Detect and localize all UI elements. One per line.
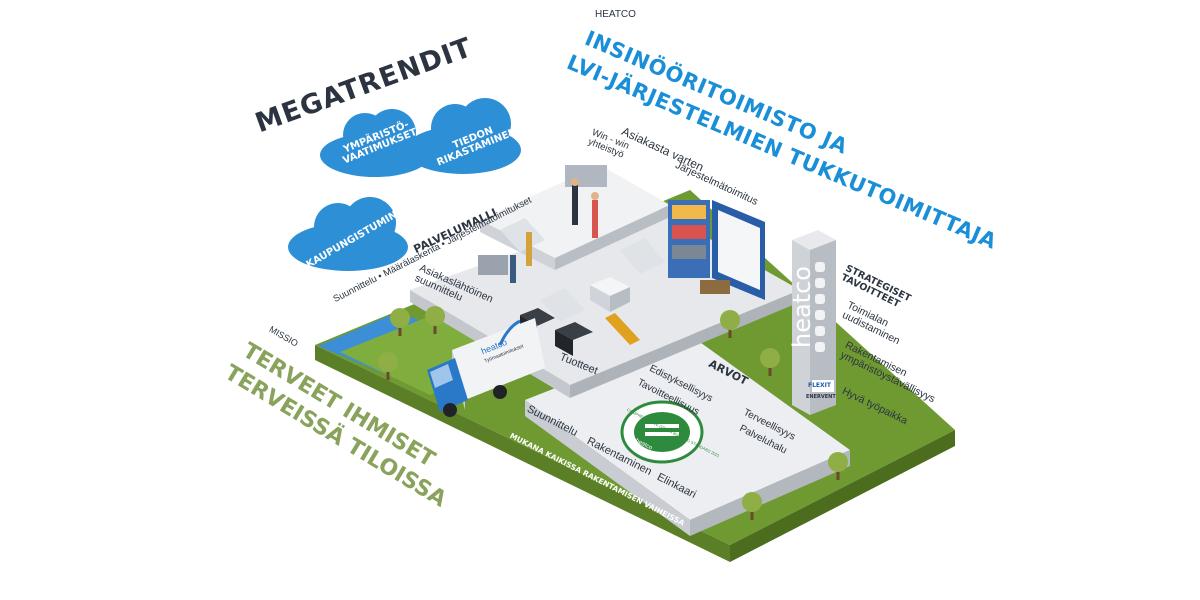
brand-label: HEATCO [595,9,636,20]
trees [378,306,848,520]
pallet-jack [605,313,640,345]
pallets [520,277,640,356]
heatco-tower [792,230,836,415]
office-people [478,165,607,283]
delivery-truck [427,318,545,417]
warehouse-racks [668,200,765,300]
cloud-icon [320,109,430,177]
cloud-icon [288,197,408,271]
tower-partner-flexit: FLEXIT [808,382,831,389]
tower-logo: heatco [788,266,816,348]
cloud-icon [405,98,521,174]
green-building-badge [620,400,704,464]
megatrend-clouds [288,98,521,271]
tower-partner-enervent: ENERVENT [806,394,836,400]
